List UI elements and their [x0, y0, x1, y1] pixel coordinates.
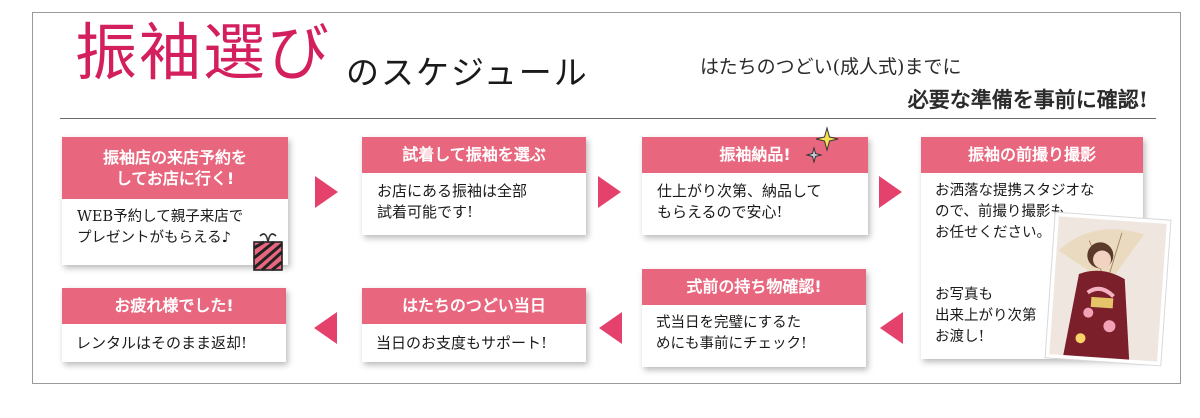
arrow-left-2 [599, 312, 622, 344]
step-title-6: はたちのつどい当日 [362, 288, 586, 324]
arrow-right-3 [879, 176, 902, 208]
subtitle-line2: 必要な準備を事前に確認! [907, 87, 1148, 112]
step-body-5: 式当日を完璧にするた めにも事前にチェック! [656, 315, 807, 352]
subtitle-line1: はたちのつどい(成人式)までに [700, 56, 962, 78]
step-card-2: 試着して振袖を選ぶ お店にある振袖は全部 試着可能です! [362, 137, 586, 235]
step-body-1: WEB予約して親子来店で プレゼントがもらえる♪ [77, 209, 244, 246]
gift-icon [253, 233, 284, 272]
step-card-7: お疲れ様でした! レンタルはそのまま返却! [62, 288, 286, 362]
step-title-7: お疲れ様でした! [62, 288, 286, 324]
photo-kimono-girl [1044, 211, 1172, 367]
arrow-left-1 [880, 312, 903, 344]
step-body-7: レンタルはそのまま返却! [76, 334, 248, 352]
title-main: 振袖選び [75, 16, 332, 89]
title-sub: のスケジュール [346, 53, 589, 92]
step-title-5: 式前の持ち物確認! [642, 269, 866, 305]
step-body-3: 仕上がり次第、納品して もらえるので安心! [657, 182, 822, 221]
arrow-right-2 [598, 176, 621, 208]
step-title-2: 試着して振袖を選ぶ [362, 137, 586, 173]
step-card-5: 式前の持ち物確認! 式当日を完璧にするた めにも事前にチェック! [642, 269, 866, 367]
step-title-1: 振袖店の来店予約を してお店に行く! [62, 137, 288, 199]
step-body-4b: お写真も 出来上がり次第 お渡し! [935, 287, 1037, 345]
arrow-right-1 [315, 176, 338, 208]
step-card-3: 振袖納品! 仕上がり次第、納品して もらえるので安心! [642, 137, 868, 235]
step-body-4: お洒落な提携スタジオな ので、前撮り撮影も お任せください。 [935, 183, 1095, 241]
step-card-1: 振袖店の来店予約を してお店に行く! WEB予約して親子来店で プレゼントがもら… [62, 137, 288, 265]
step-title-4: 振袖の前撮り撮影 [921, 137, 1143, 173]
step-card-6: はたちのつどい当日 当日のお支度もサポート! [362, 288, 586, 362]
step-title-3: 振袖納品! [642, 137, 868, 173]
step-body-2: お店にある振袖は全部 試着可能です! [377, 182, 528, 221]
step-body-6: 当日のお支度もサポート! [376, 334, 548, 352]
arrow-left-3 [314, 312, 337, 344]
header-divider [60, 118, 1156, 119]
sparkle-icon [805, 126, 839, 164]
